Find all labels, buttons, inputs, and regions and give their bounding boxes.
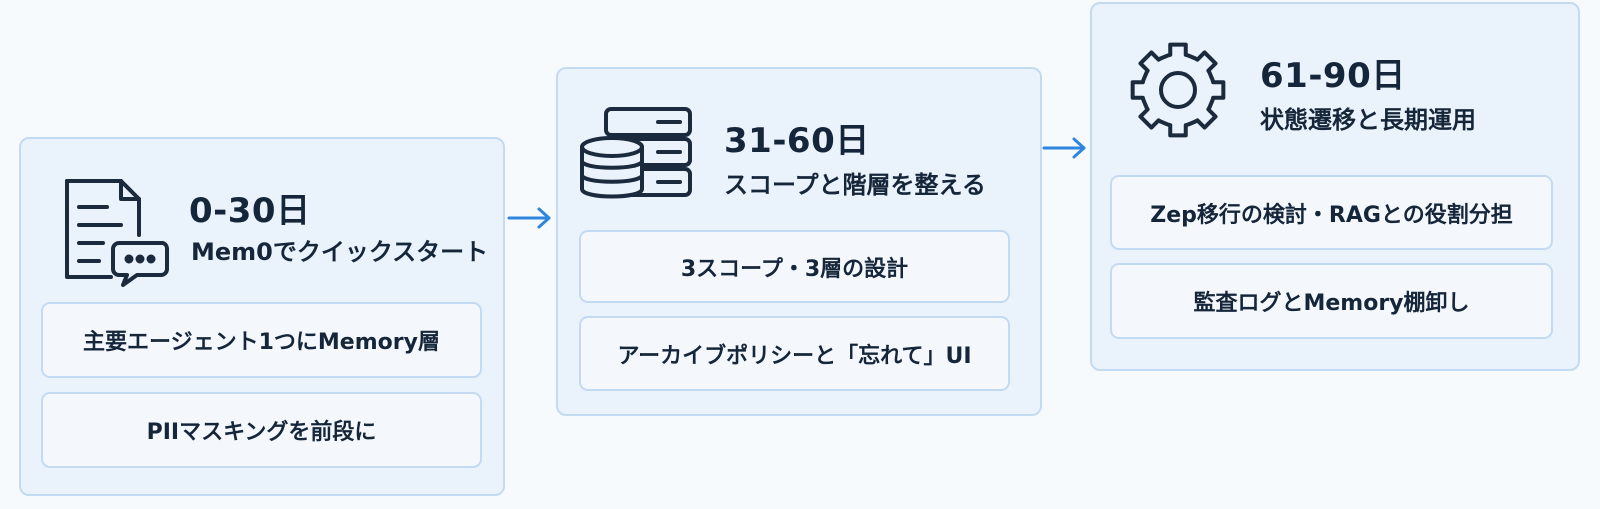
phase-period: 61-90日 [1260, 56, 1406, 96]
phase-subtitle: 状態遷移と長期運用 [1260, 106, 1476, 134]
task-item: アーカイブポリシーと「忘れて」UI [579, 316, 1010, 391]
arrow-right-icon [507, 207, 551, 229]
task-item: 3スコープ・3層の設計 [579, 230, 1010, 303]
gear-icon [1130, 42, 1226, 138]
task-item: 監査ログとMemory棚卸し [1110, 263, 1553, 339]
task-item: 主要エージェント1つにMemory層 [41, 302, 482, 378]
arrow-right-icon [1042, 137, 1086, 159]
task-item: Zep移行の検討・RAGとの役割分担 [1110, 175, 1553, 250]
phase-card-31-60: 31-60日 スコープと階層を整える 3スコープ・3層の設計 アーカイブポリシー… [556, 67, 1042, 416]
task-item: PIIマスキングを前段に [41, 392, 482, 468]
database-server-icon [580, 107, 692, 199]
document-chat-icon [65, 179, 169, 287]
phase-card-61-90: 61-90日 状態遷移と長期運用 Zep移行の検討・RAGとの役割分担 監査ログ… [1090, 2, 1580, 371]
phase-subtitle: Mem0でクイックスタート [191, 238, 489, 266]
phase-period: 0-30日 [189, 191, 311, 231]
phase-subtitle: スコープと階層を整える [724, 171, 986, 199]
phase-period: 31-60日 [724, 121, 870, 161]
phase-card-0-30: 0-30日 Mem0でクイックスタート 主要エージェント1つにMemory層 P… [19, 137, 505, 496]
